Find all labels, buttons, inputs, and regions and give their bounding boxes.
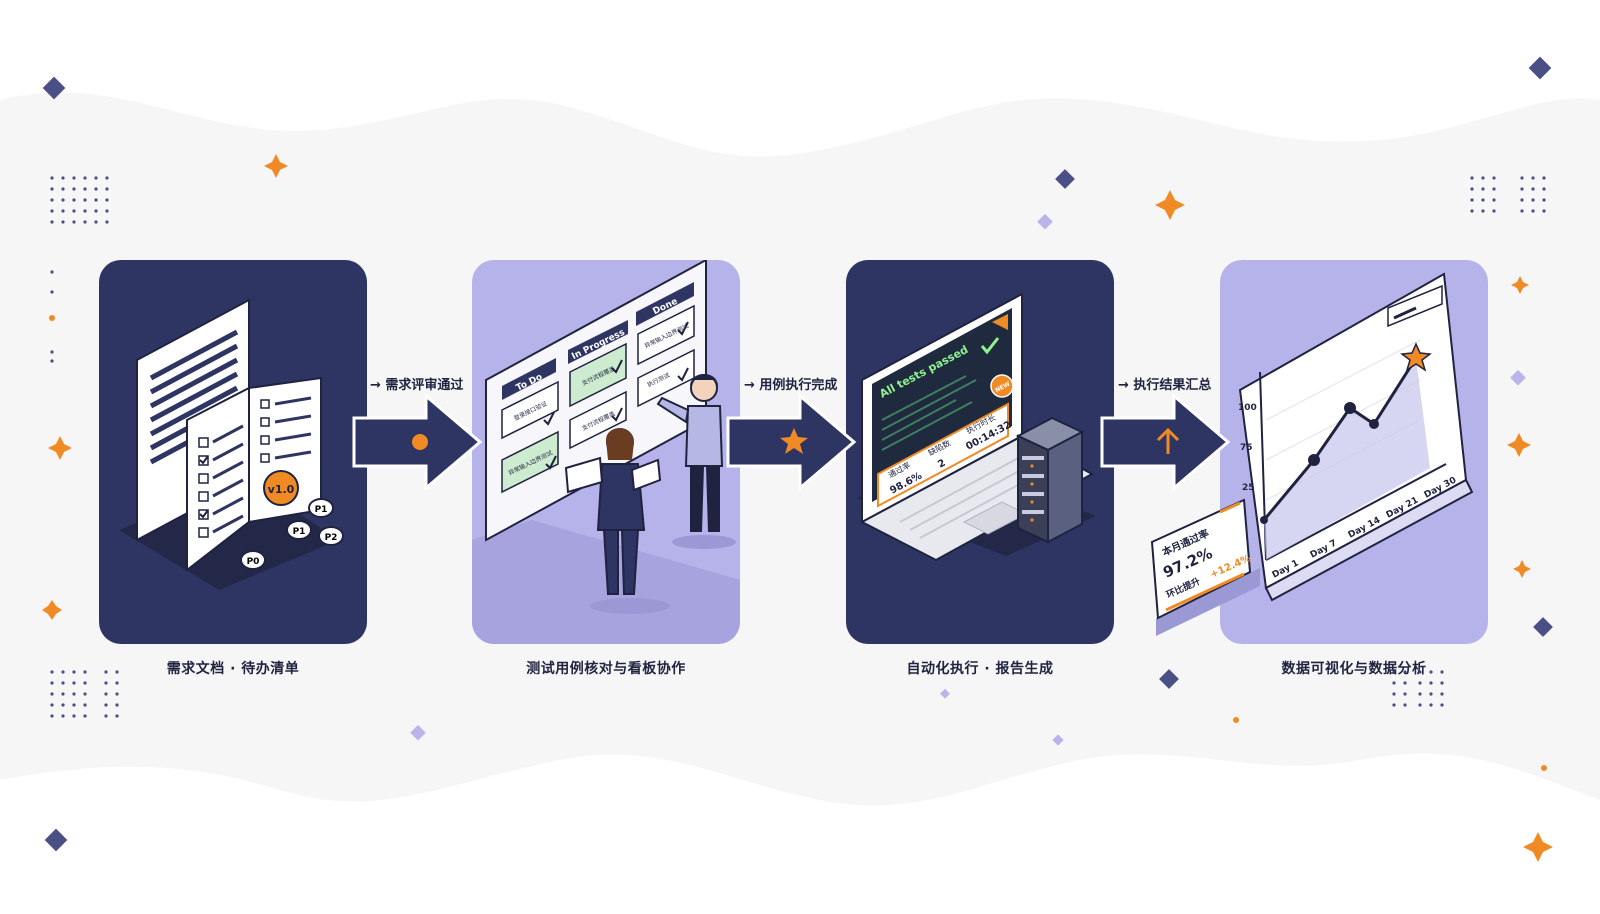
person-woman bbox=[564, 428, 670, 614]
svg-text:P0: P0 bbox=[247, 557, 260, 567]
kpi-card: 本月通过率 97.2% 环比提升 +12.4% bbox=[1150, 498, 1260, 636]
diamond-icon bbox=[1528, 56, 1552, 80]
analytics-illustration: 100 75 25 Day 1 Day 7 Day 14 Day 21 Day … bbox=[1238, 272, 1474, 602]
person-man bbox=[656, 374, 736, 549]
priority-token-p1: P1 bbox=[286, 520, 312, 540]
stage-requirements-caption: 需求文档 · 待办清单 bbox=[166, 661, 300, 677]
star-icon bbox=[780, 428, 808, 454]
warning-icon bbox=[992, 314, 1008, 330]
sparkle-icon bbox=[48, 436, 72, 460]
stage-automation-panel: All tests passed NEW 通过率 98.6% 缺陷数 2 执行时… bbox=[846, 260, 1114, 644]
dot-icon bbox=[412, 434, 428, 450]
stage-kanban-caption: 测试用例核对与看板协作 bbox=[526, 661, 686, 677]
stage-requirements-panel: v1.0 P1 P1 P2 P0 bbox=[99, 260, 367, 644]
svg-text:25: 25 bbox=[1242, 483, 1255, 493]
diamond-icon bbox=[44, 828, 68, 852]
sparkle-icon bbox=[1155, 190, 1185, 220]
sparkle-icon bbox=[1511, 276, 1529, 294]
connector-arrow-3 bbox=[1100, 392, 1231, 492]
diamond-icon bbox=[1159, 669, 1179, 689]
legend-chip bbox=[1387, 284, 1443, 328]
svg-text:2: 2 bbox=[936, 458, 947, 471]
kanban-illustration: To Do 登录接口验证 异常输入边界测试 In Progress 支付流程覆盖… bbox=[472, 260, 740, 644]
svg-text:P1: P1 bbox=[315, 505, 328, 515]
connector-label-requirements-approved: → 需求评审通过 bbox=[370, 378, 464, 393]
priority-token-p1: P1 bbox=[308, 498, 334, 518]
stage-kanban-panel: To Do 登录接口验证 异常输入边界测试 In Progress 支付流程覆盖… bbox=[472, 260, 740, 644]
sparkle-icon bbox=[1513, 560, 1531, 578]
stage-analytics-panel: 100 75 25 Day 1 Day 7 Day 14 Day 21 Day … bbox=[1220, 260, 1488, 644]
diamond-icon bbox=[1055, 169, 1075, 189]
up-arrow-icon bbox=[1156, 427, 1180, 454]
svg-text:P1: P1 bbox=[293, 527, 306, 537]
svg-text:v1.0: v1.0 bbox=[268, 483, 295, 496]
version-badge: v1.0 bbox=[263, 470, 299, 506]
connector-label-results-summarized: → 执行结果汇总 bbox=[1118, 378, 1212, 393]
priority-token-p2: P2 bbox=[318, 526, 344, 546]
check-icon bbox=[980, 337, 1000, 355]
priority-token-p0: P0 bbox=[240, 550, 266, 570]
star-icon bbox=[1400, 342, 1432, 372]
connector-label-cases-executed: → 用例执行完成 bbox=[744, 378, 838, 393]
svg-text:100: 100 bbox=[1238, 403, 1257, 413]
sparkle-icon bbox=[264, 154, 288, 178]
stage-automation-caption: 自动化执行 · 报告生成 bbox=[906, 661, 1054, 677]
requirements-illustration: v1.0 P1 P1 P2 P0 bbox=[119, 298, 344, 590]
automation-illustration: All tests passed NEW 通过率 98.6% 缺陷数 2 执行时… bbox=[856, 292, 1096, 562]
connector-arrow-1 bbox=[352, 392, 483, 492]
sparkle-icon bbox=[1507, 433, 1531, 457]
diamond-icon bbox=[1533, 617, 1553, 637]
sparkle-icon bbox=[42, 600, 62, 620]
connector-arrow-2 bbox=[726, 392, 857, 492]
server-rack bbox=[1015, 416, 1085, 544]
diamond-icon bbox=[42, 76, 66, 100]
svg-text:P2: P2 bbox=[325, 533, 338, 543]
svg-text:75: 75 bbox=[1240, 443, 1253, 453]
sparkle-icon bbox=[1523, 832, 1553, 862]
stage-analytics-caption: 数据可视化与数据分析 bbox=[1281, 661, 1427, 677]
